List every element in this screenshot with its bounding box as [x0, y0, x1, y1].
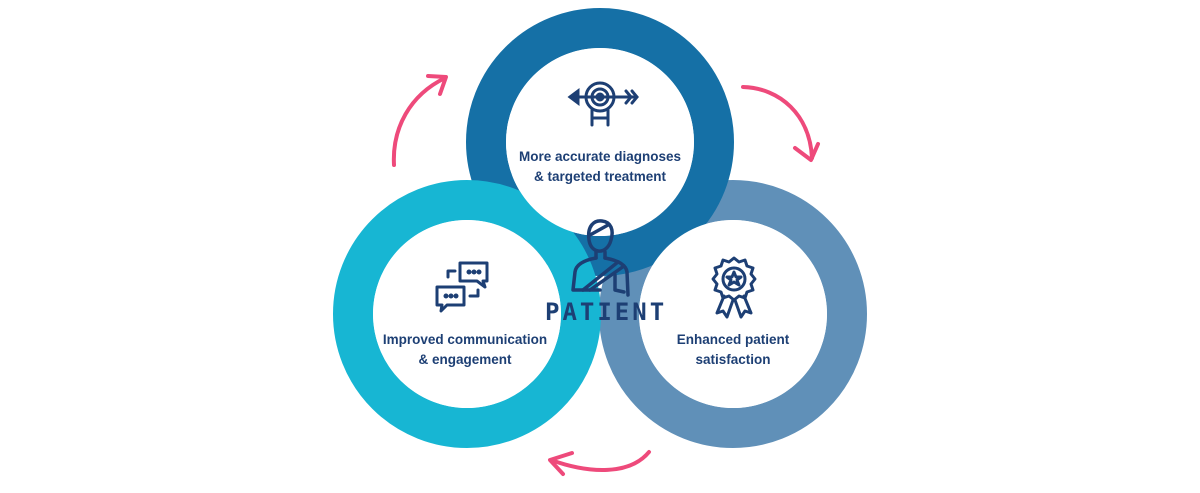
award-ribbon-icon: [711, 256, 757, 319]
target-arrow-icon: [567, 81, 639, 127]
chat-bubbles-icon: [435, 261, 489, 313]
ring-top: [466, 8, 734, 276]
ring-left-interior: [373, 220, 561, 408]
ring-right: [599, 180, 867, 448]
patient-icon: [571, 219, 630, 297]
node-label-line: & engagement: [418, 352, 512, 367]
cycle-arrow-left-to-top: [391, 74, 448, 167]
patient-label: PATIENT: [545, 298, 668, 326]
ring-left: [333, 180, 601, 448]
cycle-arrow-bottom: [548, 450, 651, 476]
node-label-line: Improved communication: [382, 332, 548, 347]
node-label-satisfaction: Enhanced patient satisfaction: [633, 330, 833, 370]
node-label-line: & targeted treatment: [533, 169, 667, 184]
node-label-line: satisfaction: [695, 352, 771, 367]
node-label-line: Enhanced patient: [676, 332, 790, 347]
node-label-accurate-diagnoses: More accurate diagnoses & targeted treat…: [500, 147, 700, 187]
node-label-line: More accurate diagnoses: [518, 149, 682, 164]
node-label-communication: Improved communication & engagement: [365, 330, 565, 370]
ring-right-interior: [639, 220, 827, 408]
cycle-arrow-top-to-right: [741, 85, 820, 162]
ring-top-interior: [506, 48, 694, 236]
